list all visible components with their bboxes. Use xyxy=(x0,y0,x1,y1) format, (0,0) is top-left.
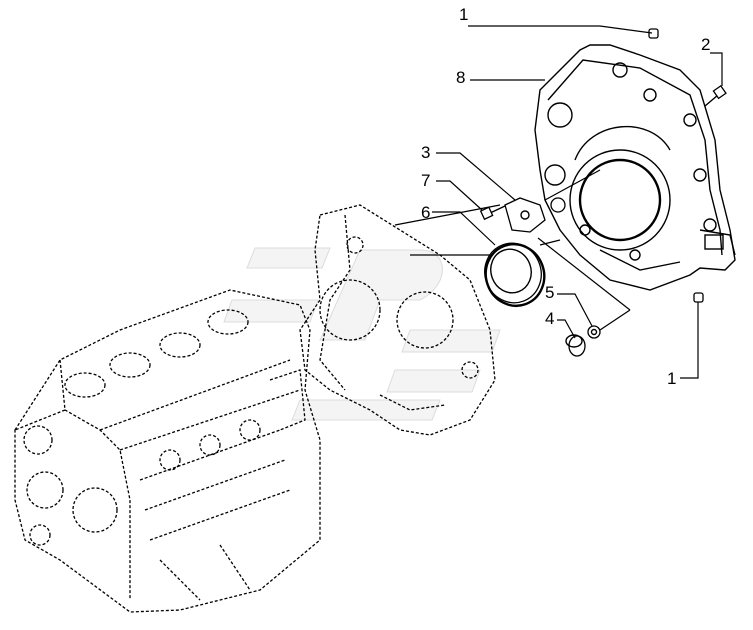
flywheel-housing xyxy=(534,44,736,291)
bolt-7 xyxy=(479,205,506,221)
guide-lines xyxy=(394,169,631,331)
cover-plate-3 xyxy=(504,197,566,233)
dowel-pin-bottom xyxy=(693,292,704,303)
leader-lines xyxy=(432,25,723,379)
dowel-pin-top xyxy=(648,28,659,39)
callout-7: 7 xyxy=(421,171,430,190)
callout-3: 3 xyxy=(421,143,430,162)
callout-labels: 1 2 8 3 7 6 5 4 1 xyxy=(421,5,710,388)
rear-plate xyxy=(299,204,496,436)
engine-block xyxy=(14,289,321,613)
callout-5: 5 xyxy=(545,283,554,302)
callout-1-bottom: 1 xyxy=(667,369,676,388)
callout-1-top: 1 xyxy=(459,5,468,24)
bolt-2 xyxy=(704,84,727,107)
callout-6: 6 xyxy=(421,203,430,222)
callout-4: 4 xyxy=(545,309,554,328)
callout-8: 8 xyxy=(456,68,465,87)
watermark-logo xyxy=(223,247,501,421)
washer-5 xyxy=(587,325,601,339)
callout-2: 2 xyxy=(701,35,710,54)
seal-ring-6 xyxy=(484,242,546,307)
plug-4 xyxy=(565,334,586,357)
